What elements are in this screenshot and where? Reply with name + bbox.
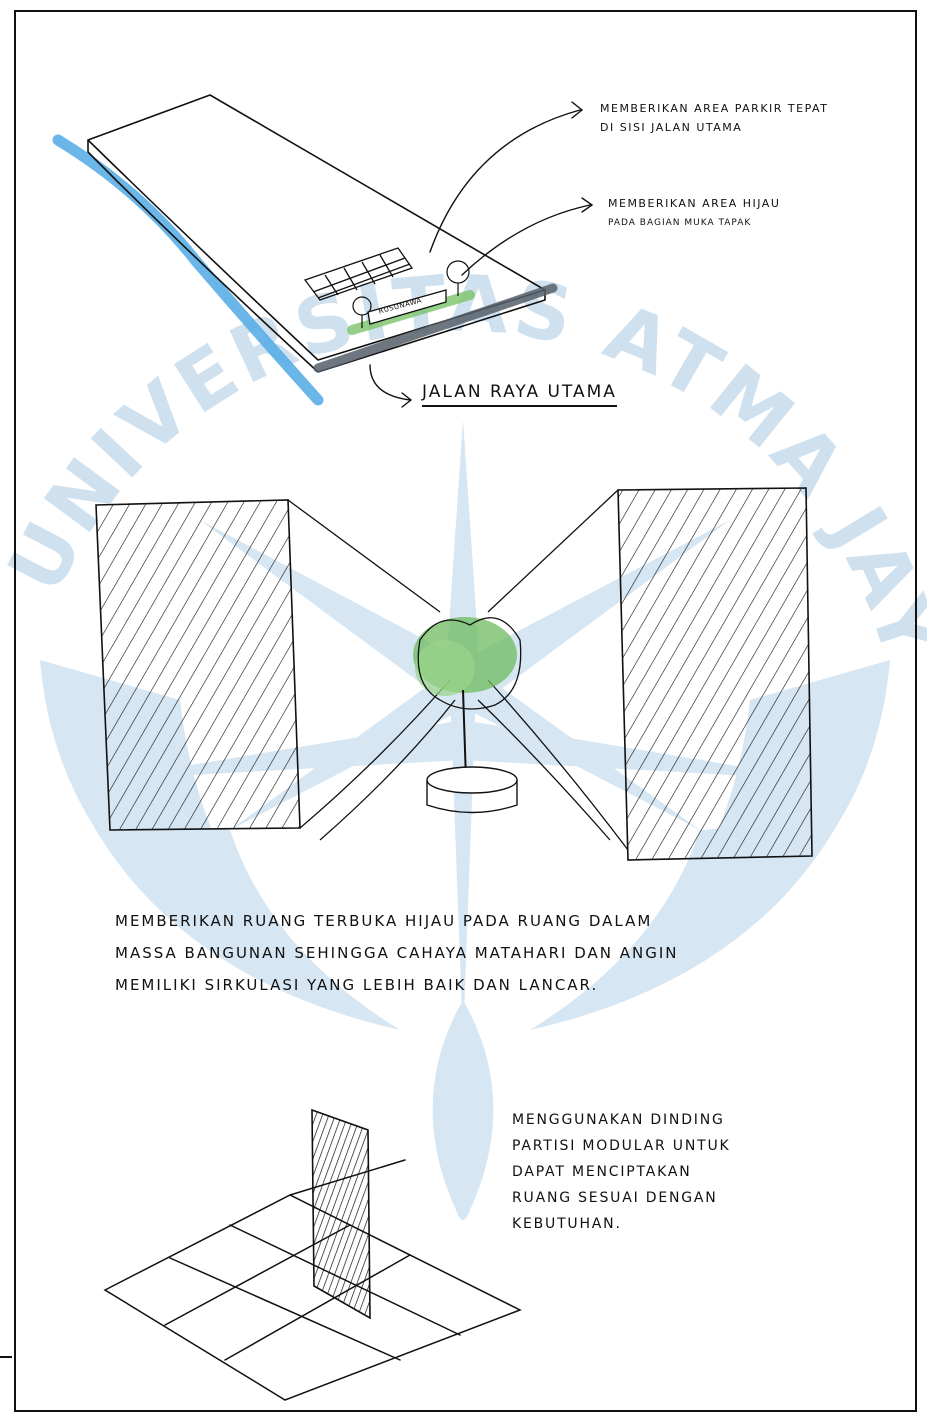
partition-caption-line5: KEBUTUHAN. [512,1212,622,1238]
partition-caption-line1: MENGGUNAKAN DINDING [512,1108,725,1134]
partition-caption-line4: RUANG SESUAI DENGAN [512,1186,718,1212]
partition-caption-line2: PARTISI MODULAR UNTUK [512,1134,730,1160]
partition-caption-line3: DAPAT MENCIPTAKAN [512,1160,692,1186]
partition-wall [312,1110,370,1318]
